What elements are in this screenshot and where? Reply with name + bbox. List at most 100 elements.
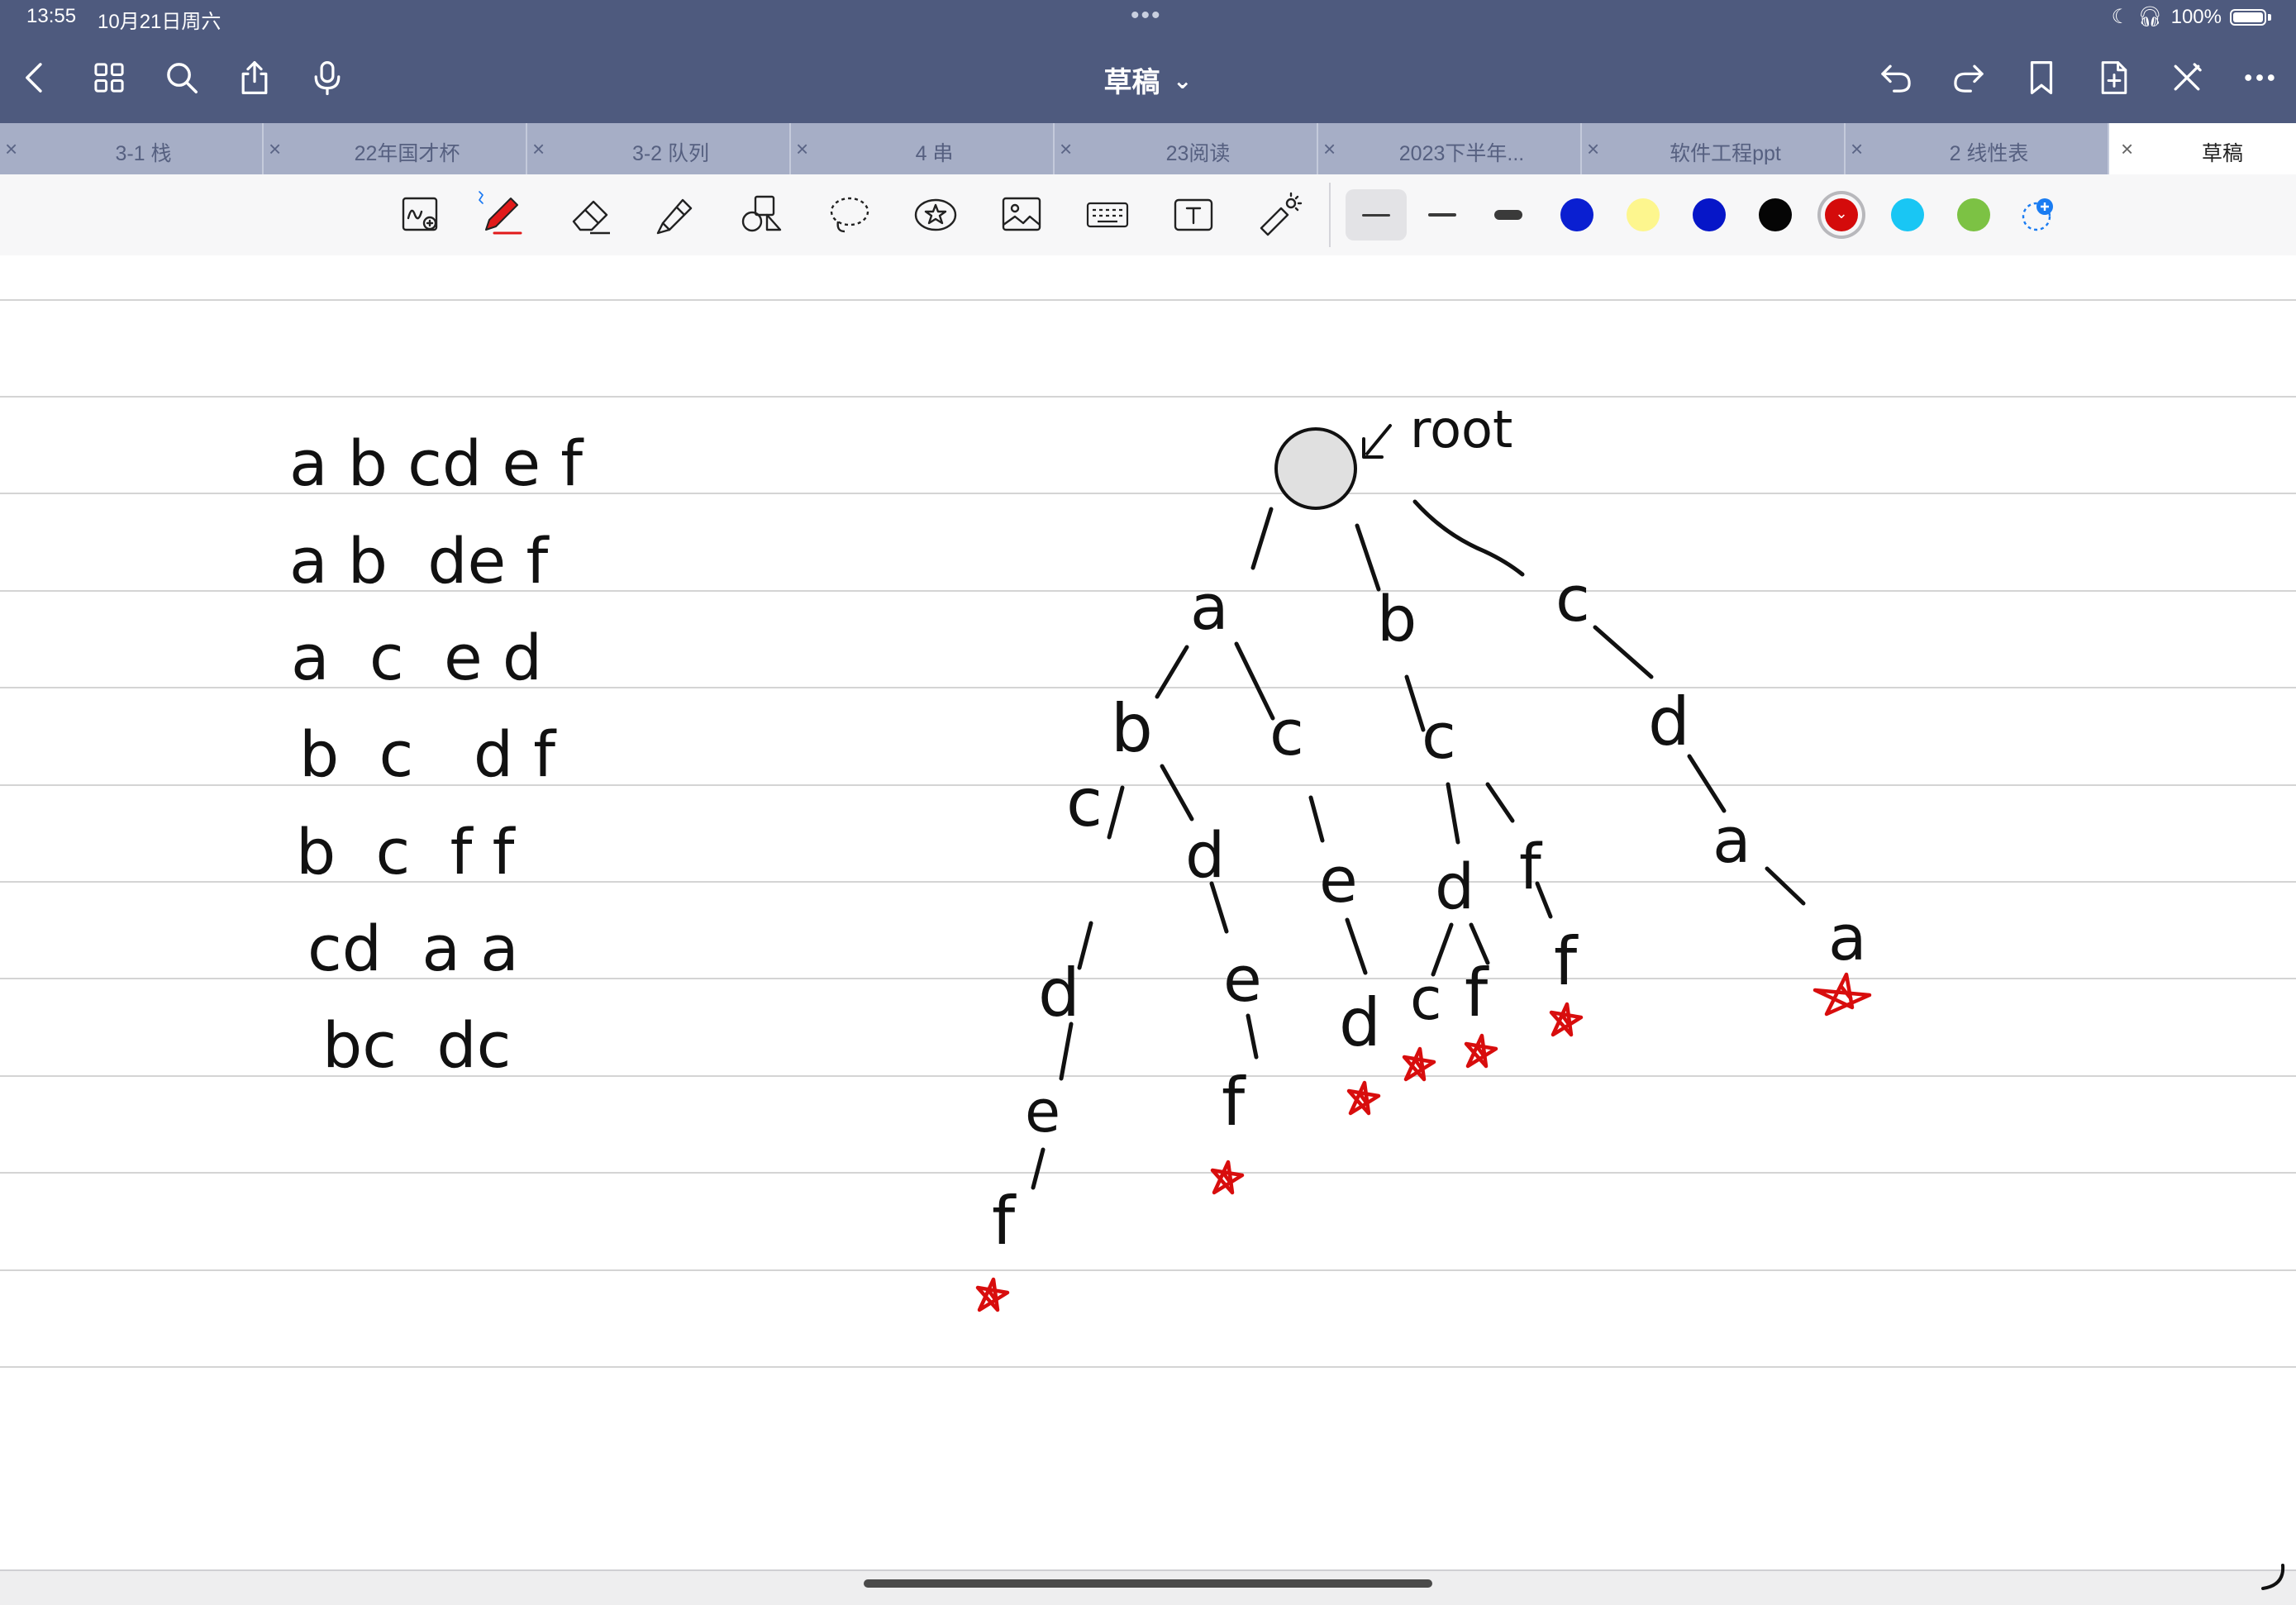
trie-node: f (1554, 923, 1579, 1000)
trie-node: c (1066, 764, 1103, 841)
trie-node: d (1038, 955, 1080, 1031)
tab-3[interactable]: ×4 串 (791, 123, 1055, 174)
stroke-fine-button[interactable] (1346, 189, 1407, 241)
more-icon[interactable] (2236, 55, 2283, 101)
battery-tip (2268, 13, 2271, 21)
undo-icon[interactable] (1873, 55, 1919, 101)
pen-icon[interactable] (473, 186, 532, 244)
trie-node: f (1465, 955, 1489, 1031)
share-icon[interactable] (231, 55, 278, 101)
page-rule (0, 299, 2296, 301)
moon-icon: ☾ (2111, 6, 2130, 28)
close-icon[interactable]: × (796, 136, 809, 161)
page-rule (0, 1269, 2296, 1271)
word-line: cd a a (307, 912, 519, 985)
color-swatch[interactable] (1957, 198, 1990, 231)
lasso-icon[interactable] (820, 186, 879, 244)
page-rule (0, 1172, 2296, 1174)
trie-edges (1031, 499, 1806, 1190)
close-icon[interactable]: × (5, 136, 18, 161)
trie-node: f (1519, 830, 1543, 903)
tab-8[interactable]: × 草稿 (2109, 123, 2296, 174)
close-icon[interactable]: × (1060, 136, 1073, 161)
tab-1[interactable]: × 22年国才杯 (264, 123, 527, 174)
trie-node: d (1435, 850, 1474, 923)
laser-pointer-icon[interactable] (1250, 186, 1309, 244)
battery-percent: 100% (2170, 5, 2222, 28)
color-swatch[interactable] (1693, 198, 1726, 231)
microphone-icon[interactable] (304, 55, 350, 101)
tab-label: 3-1 栈 (115, 142, 172, 165)
grid-icon[interactable] (86, 55, 132, 101)
word-line: b c d f (299, 717, 557, 791)
search-icon[interactable] (159, 55, 205, 101)
toolbar-divider (1329, 183, 1331, 247)
redo-icon[interactable] (1946, 55, 1992, 101)
status-date: 10月21日周六 (98, 11, 222, 33)
eraser-icon[interactable] (562, 186, 622, 244)
red-star-icon (1402, 1046, 1436, 1082)
bookmark-icon[interactable] (2018, 55, 2065, 101)
top-bar: 13:55 10月21日周六 ••• ☾ 🎧︎ 100% 草稿 ⌄ (0, 0, 2296, 123)
trie-node: b (1111, 690, 1153, 767)
color-swatch[interactable] (1627, 198, 1660, 231)
red-star-icon (975, 1277, 1010, 1312)
chevron-down-icon: ⌄ (1835, 205, 1848, 221)
tab-label: 软件工程ppt (1670, 142, 1781, 165)
document-title-text: 草稿 (1103, 67, 1160, 98)
tab-0[interactable]: × 3-1 栈 (0, 123, 264, 174)
tab-2[interactable]: ×3-2 队列 (527, 123, 791, 174)
color-swatch[interactable] (1560, 198, 1593, 231)
word-list: a b cd e f a b de f a c e d b c d f b c … (289, 426, 584, 1082)
add-color-icon[interactable] (2019, 198, 2054, 232)
tab-4[interactable]: ×23阅读 (1055, 123, 1318, 174)
page-rule (0, 396, 2296, 398)
page-rule (0, 687, 2296, 688)
notebook-page[interactable]: a b cd e f a b de f a c e d b c d f b c … (0, 255, 2296, 1569)
trie-node: a (1190, 570, 1229, 644)
document-title[interactable]: 草稿 ⌄ (0, 60, 2296, 100)
drawing-toolbar: ⌄ (0, 174, 2296, 257)
multitasking-dots[interactable]: ••• (1131, 2, 1162, 29)
tab-6[interactable]: × 软件工程ppt (1582, 123, 1846, 174)
keyboard-icon[interactable] (1078, 186, 1137, 244)
trie-nodes: a b c b c c d c d e d f a d e d c f f a … (992, 562, 1867, 1260)
color-swatch[interactable] (1891, 198, 1924, 231)
color-swatch[interactable] (1759, 198, 1792, 231)
close-icon[interactable]: × (1587, 136, 1600, 161)
page-rule (0, 1366, 2296, 1368)
trie-node: d (1648, 683, 1690, 760)
stroke-medium-button[interactable] (1412, 189, 1473, 241)
trie-node: e (1025, 1078, 1060, 1145)
tab-label: 22年国才杯 (354, 142, 460, 165)
color-swatch[interactable]: ⌄ (1825, 198, 1858, 231)
close-pen-icon[interactable] (2164, 55, 2210, 101)
tab-5[interactable]: ×2023下半年... (1318, 123, 1582, 174)
back-icon[interactable] (12, 55, 58, 101)
page-rule (0, 881, 2296, 883)
text-box-icon[interactable] (1164, 186, 1223, 244)
handwriting-zoom-icon[interactable] (390, 186, 450, 244)
add-page-icon[interactable] (2091, 55, 2137, 101)
word-line: a b de f (289, 524, 550, 598)
close-icon[interactable]: × (2121, 136, 2134, 161)
image-icon[interactable] (992, 186, 1051, 244)
trie-node: f (992, 1183, 1017, 1260)
page-rule (0, 493, 2296, 494)
home-indicator[interactable] (864, 1579, 1432, 1588)
close-icon[interactable]: × (1851, 136, 1864, 161)
highlighter-icon[interactable] (646, 186, 706, 244)
stroke-thick-button[interactable] (1478, 189, 1539, 241)
trie-node: c (1410, 965, 1442, 1033)
tab-label: 草稿 (2201, 142, 2243, 165)
end-markers (975, 972, 1872, 1312)
close-icon[interactable]: × (532, 136, 545, 161)
shapes-icon[interactable] (732, 186, 792, 244)
tab-7[interactable]: ×2 线性表 (1846, 123, 2109, 174)
sticker-icon[interactable] (906, 186, 965, 244)
close-icon[interactable]: × (1323, 136, 1336, 161)
close-icon[interactable]: × (269, 136, 282, 161)
resize-handle-icon[interactable] (2255, 1560, 2288, 1593)
root-label: root (1410, 399, 1512, 460)
chevron-down-icon: ⌄ (1172, 68, 1193, 93)
